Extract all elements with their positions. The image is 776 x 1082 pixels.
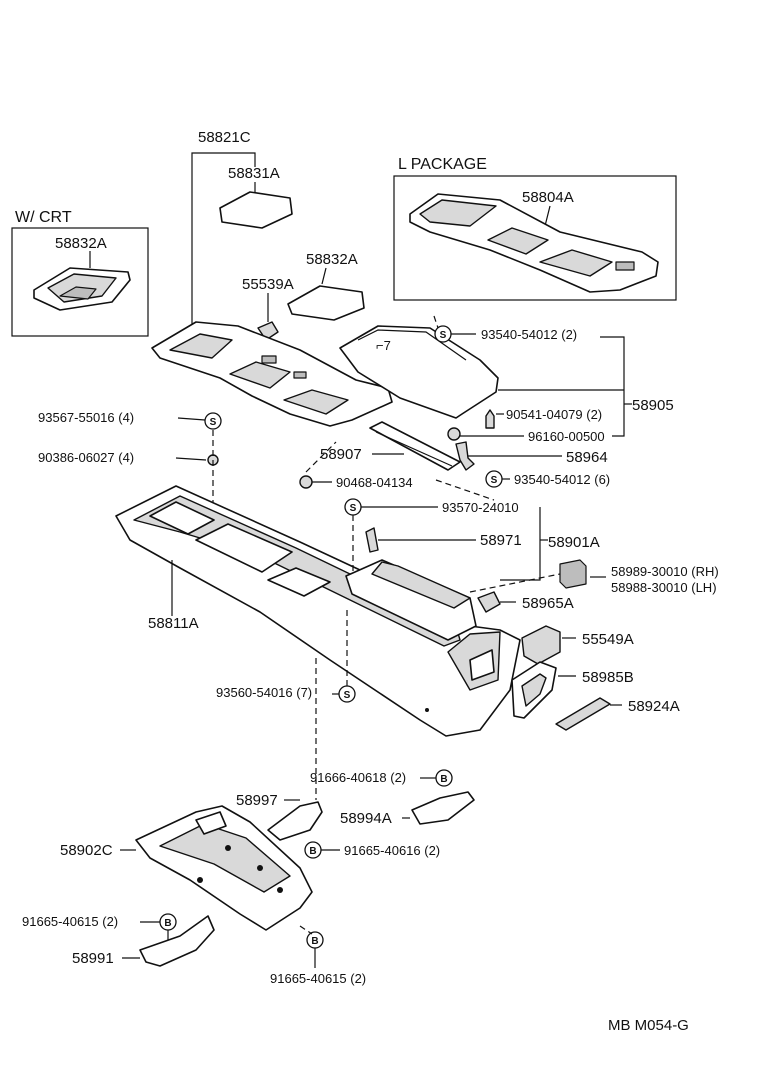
part-91665-40615-a-label: 91665-40615 (2) bbox=[22, 914, 118, 929]
pin-90541 bbox=[485, 409, 495, 429]
bolt-symbol-91666: B bbox=[435, 769, 453, 787]
upper-console-panel bbox=[151, 321, 393, 427]
leader-58821C bbox=[191, 152, 256, 337]
w-crt-label: W/ CRT bbox=[15, 209, 72, 226]
part-58804A-label: 58804A bbox=[522, 189, 574, 206]
part-55549A-label: 55549A bbox=[582, 631, 634, 648]
screw-symbol-93540-2: S bbox=[434, 325, 452, 343]
w-crt-frame bbox=[11, 227, 149, 337]
console-box-58901A bbox=[345, 559, 477, 641]
part-93560-54016-label: 93560-54016 (7) bbox=[216, 685, 312, 700]
bolt-symbol-91665-615a: B bbox=[159, 913, 177, 931]
part-58811A-label: 58811A bbox=[148, 615, 199, 632]
part-58902C-label: 58902C bbox=[60, 842, 113, 859]
screw-symbol-93570: S bbox=[344, 498, 362, 516]
part-58832A-crt-label: 58832A bbox=[55, 235, 107, 252]
svg-text:B: B bbox=[311, 936, 318, 947]
part-55539A-label: 55539A bbox=[242, 276, 294, 293]
pad-58989-58988 bbox=[559, 559, 587, 589]
trim-58924A bbox=[555, 697, 611, 731]
l-package-inset: L PACKAGE 58804A bbox=[393, 156, 677, 301]
bracket-58965A bbox=[477, 591, 501, 613]
part-96160-00500-label: 96160-00500 bbox=[528, 429, 605, 444]
screw-symbol-93540-6: S bbox=[485, 470, 503, 488]
clip-90468 bbox=[299, 475, 313, 489]
part-58989-label: 58989-30010 (RH) bbox=[611, 564, 719, 579]
bracket-58994A bbox=[411, 791, 475, 825]
part-90541-04079-label: 90541-04079 (2) bbox=[506, 407, 602, 422]
svg-text:S: S bbox=[350, 503, 357, 514]
bracket-58991 bbox=[139, 915, 215, 967]
screw-symbol-93567: S bbox=[204, 412, 222, 430]
crt-bezel-part bbox=[33, 267, 131, 311]
part-58971-label: 58971 bbox=[480, 532, 522, 549]
bolt-symbol-91665-615b: B bbox=[306, 931, 324, 949]
bracket-58997 bbox=[267, 801, 323, 841]
latch-58964 bbox=[455, 441, 475, 471]
lid-mark: ⌐7 bbox=[376, 338, 391, 353]
lighter-55549A bbox=[521, 625, 561, 665]
part-91665-40616-label: 91665-40616 (2) bbox=[344, 843, 440, 858]
part-90386-06027-label: 90386-06027 (4) bbox=[38, 450, 134, 465]
svg-text:B: B bbox=[309, 846, 316, 857]
part-91665-40615-b-label: 91665-40615 (2) bbox=[270, 971, 366, 986]
part-58964-label: 58964 bbox=[566, 449, 608, 466]
l-package-console-top bbox=[409, 193, 659, 293]
frame-58902C bbox=[135, 805, 313, 931]
svg-text:B: B bbox=[440, 774, 447, 785]
part-58821C-label: 58821C bbox=[198, 129, 251, 146]
svg-text:S: S bbox=[344, 690, 351, 701]
part-58997-label: 58997 bbox=[236, 792, 278, 809]
svg-text:B: B bbox=[164, 918, 171, 929]
part-58988-label: 58988-30010 (LH) bbox=[611, 580, 717, 595]
part-58832A-label: 58832A bbox=[306, 251, 358, 268]
nut-96160 bbox=[447, 427, 461, 441]
diagram-reference-code: MB M054-G bbox=[608, 1017, 689, 1034]
w-crt-inset: W/ CRT 58832A bbox=[11, 209, 149, 337]
part-91666-40618-label: 91666-40618 (2) bbox=[310, 770, 406, 785]
pin-58971 bbox=[365, 527, 379, 553]
hinge-58907 bbox=[369, 421, 461, 471]
l-package-frame bbox=[393, 175, 677, 301]
lid-58832A bbox=[287, 285, 365, 321]
bolt-symbol-91665-616: B bbox=[304, 841, 322, 859]
svg-text:S: S bbox=[210, 417, 217, 428]
svg-text:S: S bbox=[440, 330, 447, 341]
part-58985B-label: 58985B bbox=[582, 669, 634, 686]
main-console-58811A bbox=[115, 485, 521, 737]
part-93570-24010-label: 93570-24010 bbox=[442, 500, 519, 515]
part-58901A-label: 58901A bbox=[548, 534, 600, 551]
part-90468-04134-label: 90468-04134 bbox=[336, 475, 413, 490]
screw-symbol-93560: S bbox=[338, 685, 356, 703]
part-58924A-label: 58924A bbox=[628, 698, 680, 715]
part-93540-54012-6-label: 93540-54012 (6) bbox=[514, 472, 610, 487]
part-58831A-label: 58831A bbox=[228, 165, 280, 182]
part-58991-label: 58991 bbox=[72, 950, 114, 967]
svg-text:S: S bbox=[491, 475, 498, 486]
lid-58831A bbox=[219, 191, 293, 229]
part-58965A-label: 58965A bbox=[522, 595, 574, 612]
part-93567-55016-label: 93567-55016 (4) bbox=[38, 410, 134, 425]
part-58905-label: 58905 bbox=[632, 397, 674, 414]
l-package-label: L PACKAGE bbox=[398, 156, 487, 173]
part-93540-54012-2-label: 93540-54012 (2) bbox=[481, 327, 577, 342]
part-58907-label: 58907 bbox=[320, 446, 362, 463]
part-58994A-label: 58994A bbox=[340, 810, 392, 827]
